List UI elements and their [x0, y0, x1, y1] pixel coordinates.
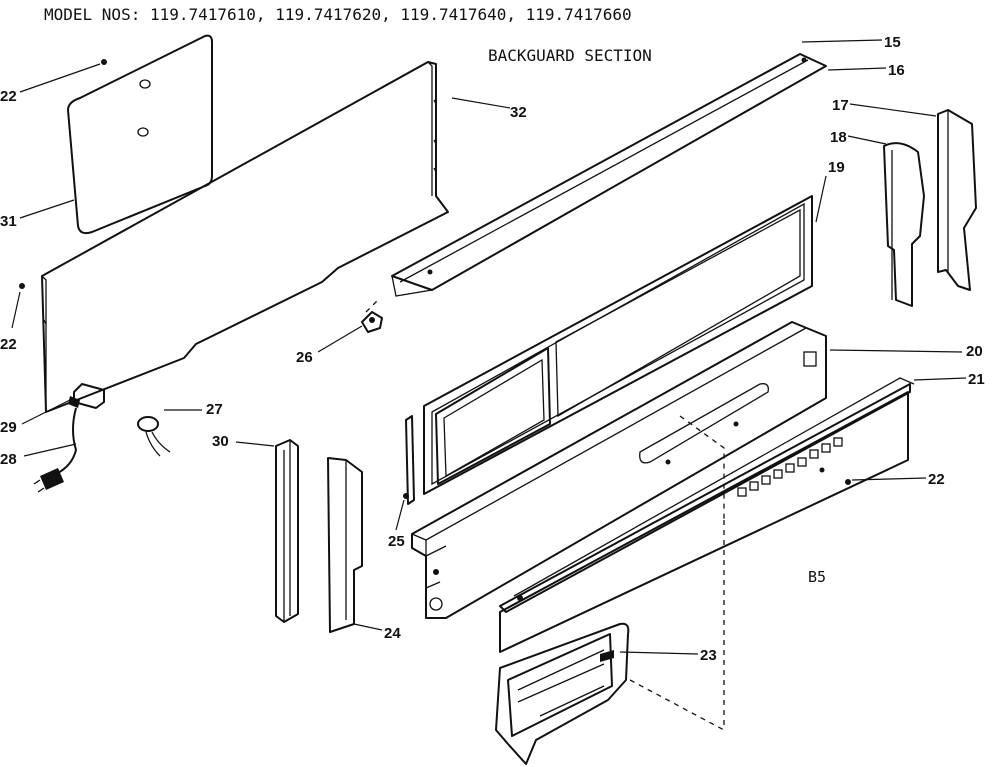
part-29-power-cord: [33, 407, 77, 493]
part-32-rear-panel: [41, 61, 449, 413]
callout-22: 22: [0, 336, 17, 353]
callout-28: 30: [212, 433, 229, 450]
screw-22-left: [19, 283, 25, 289]
callout-22: 22: [928, 471, 945, 488]
part-26-clip: [361, 311, 383, 333]
part-17-end-bracket: [937, 109, 977, 291]
page-code: B5: [808, 568, 826, 586]
part-18-end-bracket: [883, 142, 925, 307]
assembly-line-d: [365, 297, 381, 313]
callout-15: 15: [884, 34, 901, 51]
callout-29: 28: [0, 451, 17, 468]
screw-22-top: [101, 59, 107, 65]
callout-16: 16: [888, 62, 905, 79]
callout-21: 21: [968, 371, 985, 388]
part-20-control-housing: [411, 321, 827, 619]
callout-17: 17: [832, 97, 849, 114]
part-19-window-panel: [423, 195, 813, 495]
leader-lines: [11, 39, 967, 655]
rail-button-slots: [737, 437, 843, 497]
assembly-line-c: [679, 415, 725, 520]
section-title: BACKGUARD SECTION: [488, 46, 652, 65]
callout-30: 29: [0, 419, 17, 436]
part-16-top-channel: [391, 53, 827, 297]
part-28-side-bracket: [275, 439, 299, 623]
callout-20: 20: [966, 343, 983, 360]
model-numbers: MODEL NOS: 119.7417610, 119.7417620, 119…: [44, 5, 632, 24]
screw-22-right: [845, 479, 851, 485]
part-24-end-cap: [327, 457, 363, 633]
part-21-trim-rail: [499, 377, 915, 653]
part-31-cover-panel: [67, 34, 213, 235]
part-30-terminal-block: [68, 383, 105, 409]
part-25-trim-strip: [403, 415, 415, 505]
part-23-lower-panel: [495, 622, 630, 765]
callout-25: 25: [388, 533, 405, 550]
callout-32: 32: [510, 104, 527, 121]
callout-27: 27: [206, 401, 223, 418]
callout-18: 18: [830, 129, 847, 146]
part-27-socket: [137, 416, 171, 457]
callout-31: 31: [0, 213, 17, 230]
callout-22: 22: [0, 88, 17, 105]
callout-19: 19: [828, 159, 845, 176]
callout-23: 23: [700, 647, 717, 664]
assembly-line-b: [629, 679, 725, 731]
callout-26: 26: [296, 349, 313, 366]
callout-24: 24: [384, 625, 401, 642]
